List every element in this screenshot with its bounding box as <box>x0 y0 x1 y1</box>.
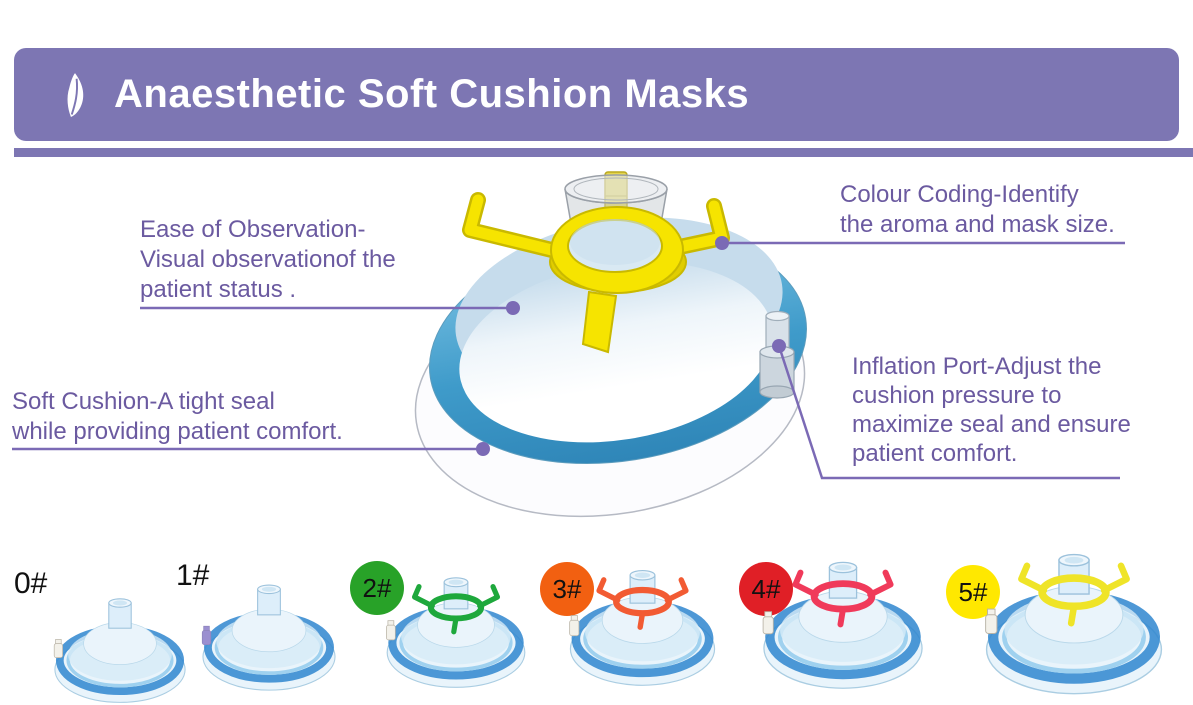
inflation-port <box>759 310 795 399</box>
valve <box>201 625 212 646</box>
mask-illustration <box>53 598 186 703</box>
valve <box>53 639 63 658</box>
valve <box>386 620 396 641</box>
callout-soft-cushion: Soft Cushion-A tight seal while providin… <box>12 387 343 447</box>
mask-illustration <box>386 577 526 688</box>
leader-lines <box>12 236 1125 480</box>
valve <box>985 608 998 634</box>
callout-line: cushion pressure to <box>852 382 1062 409</box>
callout-colour-coding: Colour Coding-Identify the aroma and mas… <box>840 180 1115 240</box>
size-badge: 0# <box>14 567 48 600</box>
mask-illustration <box>985 553 1163 695</box>
callout-ease-of-observation: Ease of Observation- Visual observationo… <box>140 215 396 305</box>
callout-line: Colour Coding-Identify <box>840 181 1079 208</box>
hook-ring <box>1018 562 1130 627</box>
hook-ring <box>792 569 894 628</box>
header-divider <box>14 148 1193 157</box>
mask-illustration <box>762 561 923 689</box>
mask-illustration <box>569 570 716 686</box>
mask-illustration <box>201 584 336 691</box>
size-badge: 2# <box>350 561 404 615</box>
valve <box>762 611 774 635</box>
hook-ring <box>462 192 730 354</box>
callout-line: Visual observationof the <box>140 246 396 273</box>
size-badge: 1# <box>176 559 210 592</box>
leaf-icon <box>67 72 84 117</box>
valve <box>569 615 580 637</box>
header-banner: Anaesthetic Soft Cushion Masks <box>14 48 1179 141</box>
callout-line: the aroma and mask size. <box>840 211 1115 238</box>
hook-ring <box>596 577 689 630</box>
callout-line: patient status . <box>140 276 297 303</box>
callout-line: Soft Cushion-A tight seal <box>12 388 275 415</box>
hook-ring <box>411 584 501 635</box>
size-badge: 3# <box>540 562 594 616</box>
callout-line: patient comfort. <box>852 440 1018 467</box>
callout-line: Inflation Port-Adjust the <box>852 353 1102 380</box>
page-title: Anaesthetic Soft Cushion Masks <box>114 72 750 116</box>
callout-line: Ease of Observation- <box>140 216 366 243</box>
callout-line: while providing patient comfort. <box>12 418 343 445</box>
callout-inflation-port: Inflation Port-Adjust the cushion pressu… <box>852 352 1131 468</box>
mask-cushion <box>429 217 807 464</box>
callout-line: maximize seal and ensure <box>852 411 1131 438</box>
size-badge: 4# <box>739 562 793 616</box>
